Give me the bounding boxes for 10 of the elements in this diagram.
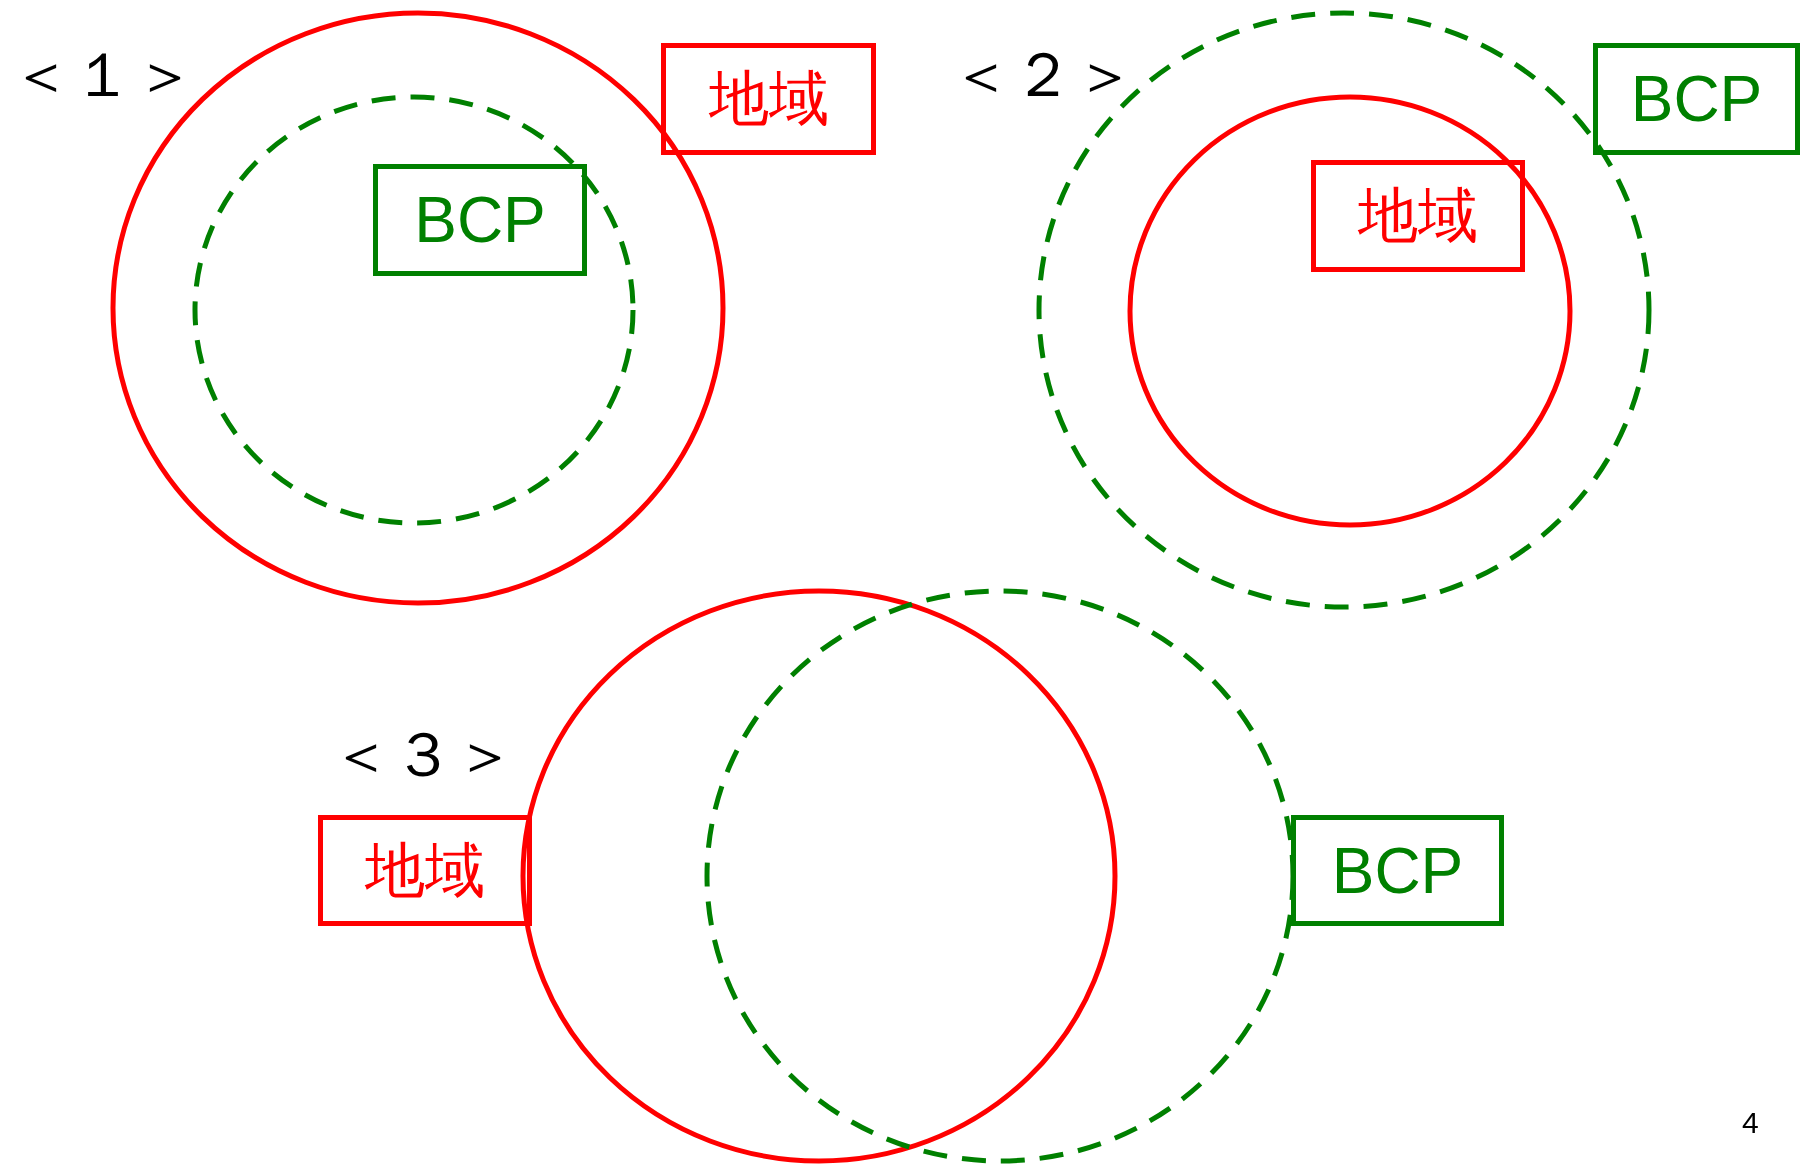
group-number: ＜２＞ (950, 44, 1136, 106)
page-number: 4 (1742, 1108, 1759, 1138)
label-box: BCP (373, 164, 587, 276)
label-box: 地域 (661, 43, 876, 155)
label-box: 地域 (318, 815, 532, 926)
group-number: ＜３＞ (330, 724, 516, 786)
group-number: ＜１＞ (10, 44, 196, 106)
label-box: BCP (1593, 43, 1800, 155)
label-box: BCP (1291, 815, 1504, 926)
label-box: 地域 (1311, 160, 1525, 272)
